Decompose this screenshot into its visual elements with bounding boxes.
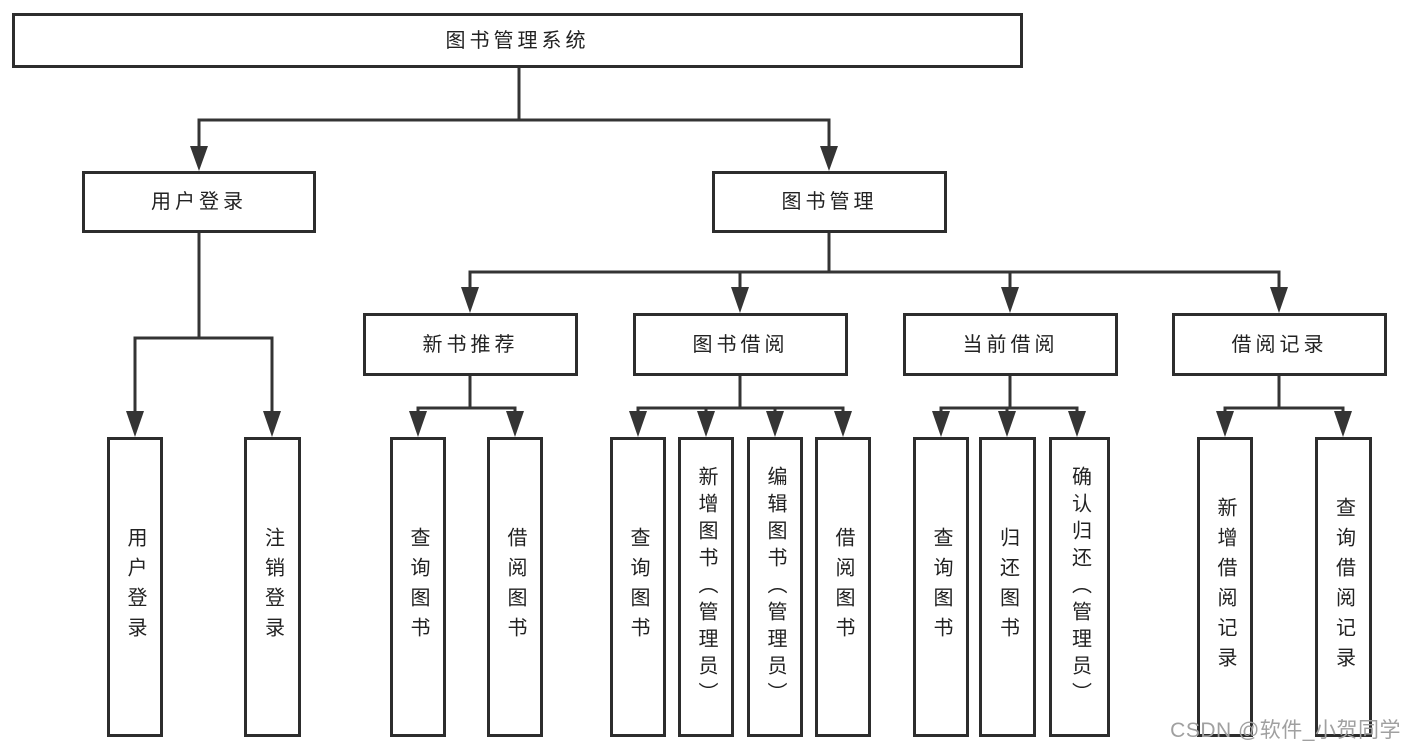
leaf-add-books-admin: 新增图书（管理员）	[678, 437, 734, 737]
leaf-return-books: 归还图书	[979, 437, 1036, 737]
node-new-book-recommend: 新书推荐	[363, 313, 578, 376]
leaf-user-login: 用户登录	[107, 437, 163, 737]
leaf-confirm-return-admin-label: 确认归还（管理员）	[1068, 465, 1091, 709]
node-borrow-records: 借阅记录	[1172, 313, 1387, 376]
connector-root-to-level2	[190, 68, 838, 171]
node-book-borrow-label: 图书借阅	[692, 333, 789, 356]
node-root-system: 图书管理系统	[12, 13, 1023, 68]
node-current-borrow-label: 当前借阅	[962, 333, 1059, 356]
node-root-system-label: 图书管理系统	[445, 29, 590, 52]
connector-borrowrecords-to-leaves	[1216, 376, 1352, 437]
leaf-query-books-borrow: 查询图书	[610, 437, 666, 737]
leaf-return-books-label: 归还图书	[996, 527, 1019, 647]
leaf-borrow-books-label: 借阅图书	[832, 527, 854, 647]
connector-newbooks-to-leaves	[409, 376, 524, 437]
leaf-query-books-current: 查询图书	[913, 437, 969, 737]
node-borrow-records-label: 借阅记录	[1231, 333, 1328, 356]
leaf-query-borrow-record-label: 查询借阅记录	[1332, 497, 1355, 677]
leaf-query-books-borrow-label: 查询图书	[627, 527, 649, 647]
leaf-query-books-current-label: 查询图书	[930, 527, 952, 647]
leaf-logout-label: 注销登录	[261, 527, 284, 647]
leaf-user-login-label: 用户登录	[124, 527, 146, 647]
node-book-management: 图书管理	[712, 171, 947, 233]
node-book-management-label: 图书管理	[781, 191, 878, 213]
connector-bookmgmt-to-level3	[461, 233, 1288, 313]
leaf-add-books-admin-label: 新增图书（管理员）	[695, 465, 717, 709]
leaf-add-borrow-record-label: 新增借阅记录	[1214, 497, 1236, 677]
connector-userlogin-to-leaves	[126, 233, 281, 437]
leaf-borrow-books-recommend: 借阅图书	[487, 437, 543, 737]
leaf-borrow-books-recommend-label: 借阅图书	[504, 527, 526, 647]
leaf-logout: 注销登录	[244, 437, 301, 737]
node-new-book-recommend-label: 新书推荐	[422, 333, 519, 356]
leaf-query-books-recommend: 查询图书	[390, 437, 446, 737]
leaf-query-borrow-record: 查询借阅记录	[1315, 437, 1372, 737]
node-user-login-label: 用户登录	[151, 191, 247, 213]
leaf-add-borrow-record: 新增借阅记录	[1197, 437, 1253, 737]
connector-currentborrow-to-leaves	[932, 376, 1086, 437]
leaf-confirm-return-admin: 确认归还（管理员）	[1049, 437, 1110, 737]
node-current-borrow: 当前借阅	[903, 313, 1118, 376]
node-user-login: 用户登录	[82, 171, 316, 233]
leaf-edit-books-admin-label: 编辑图书（管理员）	[764, 465, 786, 709]
leaf-edit-books-admin: 编辑图书（管理员）	[747, 437, 803, 737]
connector-bookborrow-to-leaves	[629, 376, 852, 437]
leaf-query-books-recommend-label: 查询图书	[407, 527, 429, 647]
leaf-borrow-books: 借阅图书	[815, 437, 871, 737]
node-book-borrow: 图书借阅	[633, 313, 848, 376]
watermark: CSDN @软件_小贺同学	[1170, 719, 1401, 742]
